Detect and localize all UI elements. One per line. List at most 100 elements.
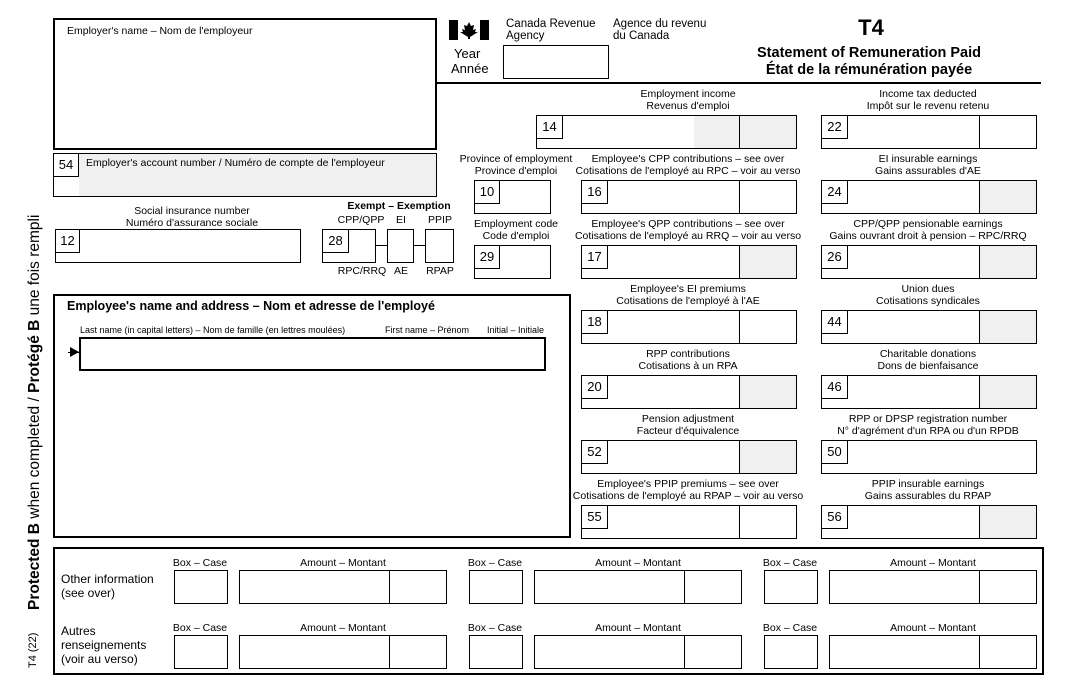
box-number: 52 xyxy=(582,441,608,464)
box-55-field[interactable]: 55 xyxy=(581,505,797,539)
other-box-code-field[interactable] xyxy=(764,570,818,604)
field-label: Employee's CPP contributions – see over xyxy=(591,153,785,165)
box-52-field[interactable]: 52 xyxy=(581,440,797,474)
box-number: 55 xyxy=(582,506,608,529)
amount-label: Amount – Montant xyxy=(300,622,386,634)
protected-b-notice: Protected B when completed / Protégé B u… xyxy=(26,214,43,610)
exempt-ppip-box[interactable] xyxy=(425,229,454,263)
employee-address-field[interactable]: Employee's name and address – Nom et adr… xyxy=(53,294,571,538)
other-box-code-field[interactable] xyxy=(174,570,228,604)
employee-name-field[interactable] xyxy=(79,337,546,371)
field-label: Employment code xyxy=(473,218,559,230)
field-label: RPP or DPSP registration number xyxy=(848,413,1008,425)
box-label: Box – Case xyxy=(172,557,228,569)
amount-label: Amount – Montant xyxy=(595,622,681,634)
box-number: 14 xyxy=(537,116,563,139)
employee-title: Employee's name and address – Nom et adr… xyxy=(67,299,435,313)
initial-label: Initial – Initiale xyxy=(487,325,545,335)
box-22-field[interactable]: 22 xyxy=(821,115,1037,149)
amount-label: Amount – Montant xyxy=(890,622,976,634)
box-number: 22 xyxy=(822,116,848,139)
account-label: Employer's account number / Numéro de co… xyxy=(86,157,385,169)
box-number: 56 xyxy=(822,506,848,529)
other-amount-field[interactable] xyxy=(829,570,1037,604)
box-26-field[interactable]: 26 xyxy=(821,245,1037,279)
form-version: T4 (22) xyxy=(27,632,39,668)
box-number: 46 xyxy=(822,376,848,399)
other-amount-field[interactable] xyxy=(534,570,742,604)
field-label: Revenus d'emploi xyxy=(646,100,730,112)
exempt-rpap-label: RPAP xyxy=(426,265,454,277)
box-number: 26 xyxy=(822,246,848,269)
box-56-field[interactable]: 56 xyxy=(821,505,1037,539)
form-code: T4 xyxy=(858,15,884,40)
field-label: Cotisations à un RPA xyxy=(638,360,738,372)
field-label: Pension adjustment xyxy=(641,413,735,425)
other-amount-field[interactable] xyxy=(829,635,1037,669)
box-18-field[interactable]: 18 xyxy=(581,310,797,344)
other-box-code-field[interactable] xyxy=(469,570,523,604)
exempt-cpp-label: CPP/QPP xyxy=(337,214,385,226)
year-field[interactable] xyxy=(503,45,609,79)
box-number: 44 xyxy=(822,311,848,334)
other-box-code-field[interactable] xyxy=(469,635,523,669)
field-label: Province d'emploi xyxy=(474,165,558,177)
box-50-field[interactable]: 50 xyxy=(821,440,1037,474)
field-label: Employee's PPIP premiums – see over xyxy=(597,478,779,490)
box-label: Box – Case xyxy=(467,622,523,634)
exempt-ae-label: AE xyxy=(393,265,408,277)
field-label: Employee's QPP contributions – see over xyxy=(591,218,785,230)
field-label: Impôt sur le revenu retenu xyxy=(866,100,990,112)
field-label: Cotisations syndicales xyxy=(876,295,980,307)
box-29-field[interactable]: 29 xyxy=(474,245,551,279)
box-46-field[interactable]: 46 xyxy=(821,375,1037,409)
box-10-field[interactable]: 10 xyxy=(474,180,551,214)
employer-name-label: Employer's name – Nom de l'employeur xyxy=(67,25,253,37)
box-number: 17 xyxy=(582,246,608,269)
field-label: Cotisations de l'employé au RRQ – voir a… xyxy=(574,230,802,242)
exempt-ppip-label: PPIP xyxy=(428,214,452,226)
box-20-field[interactable]: 20 xyxy=(581,375,797,409)
sin-field[interactable]: 12 xyxy=(55,229,301,263)
field-label: RPP contributions xyxy=(646,348,730,360)
field-label: Province of employment xyxy=(459,153,573,165)
field-label: Cotisations de l'employé à l'AE xyxy=(616,295,760,307)
box-number: 10 xyxy=(475,181,500,204)
other-box-code-field[interactable] xyxy=(764,635,818,669)
box-14-field[interactable]: 14 xyxy=(536,115,797,149)
exempt-cpp-box[interactable]: 28 xyxy=(322,229,376,263)
box-number: 20 xyxy=(582,376,608,399)
box-44-field[interactable]: 44 xyxy=(821,310,1037,344)
exempt-ei-box[interactable] xyxy=(387,229,414,263)
field-label: Income tax deducted xyxy=(879,88,977,100)
other-amount-field[interactable] xyxy=(534,635,742,669)
field-label: Employee's EI premiums xyxy=(630,283,746,295)
employer-account-field[interactable]: 54 Employer's account number / Numéro de… xyxy=(53,153,437,197)
field-label: Cotisations de l'employé au RPAP – voir … xyxy=(572,490,804,502)
field-label: CPP/QPP pensionable earnings xyxy=(853,218,1003,230)
field-label: Gains assurables d'AE xyxy=(875,165,981,177)
field-label: Gains ouvrant droit à pension – RPC/RRQ xyxy=(829,230,1027,242)
box-24-field[interactable]: 24 xyxy=(821,180,1037,214)
employer-name-field[interactable]: Employer's name – Nom de l'employeur xyxy=(53,18,437,150)
field-label: Facteur d'équivalence xyxy=(636,425,740,437)
exempt-rpc-label: RPC/RRQ xyxy=(337,265,387,277)
other-box-code-field[interactable] xyxy=(174,635,228,669)
box-17-field[interactable]: 17 xyxy=(581,245,797,279)
box-number: 54 xyxy=(54,154,79,177)
other-amount-field[interactable] xyxy=(239,570,447,604)
other-amount-field[interactable] xyxy=(239,635,447,669)
box-label: Box – Case xyxy=(172,622,228,634)
box-number: 12 xyxy=(56,230,80,253)
field-label: N° d'agrément d'un RPA ou d'un RPDB xyxy=(837,425,1019,437)
box-number: 24 xyxy=(822,181,848,204)
other-info-label: Other information(see over) xyxy=(61,572,154,600)
field-label: PPIP insurable earnings xyxy=(871,478,985,490)
field-label: Code d'emploi xyxy=(482,230,550,242)
box-16-field[interactable]: 16 xyxy=(581,180,797,214)
